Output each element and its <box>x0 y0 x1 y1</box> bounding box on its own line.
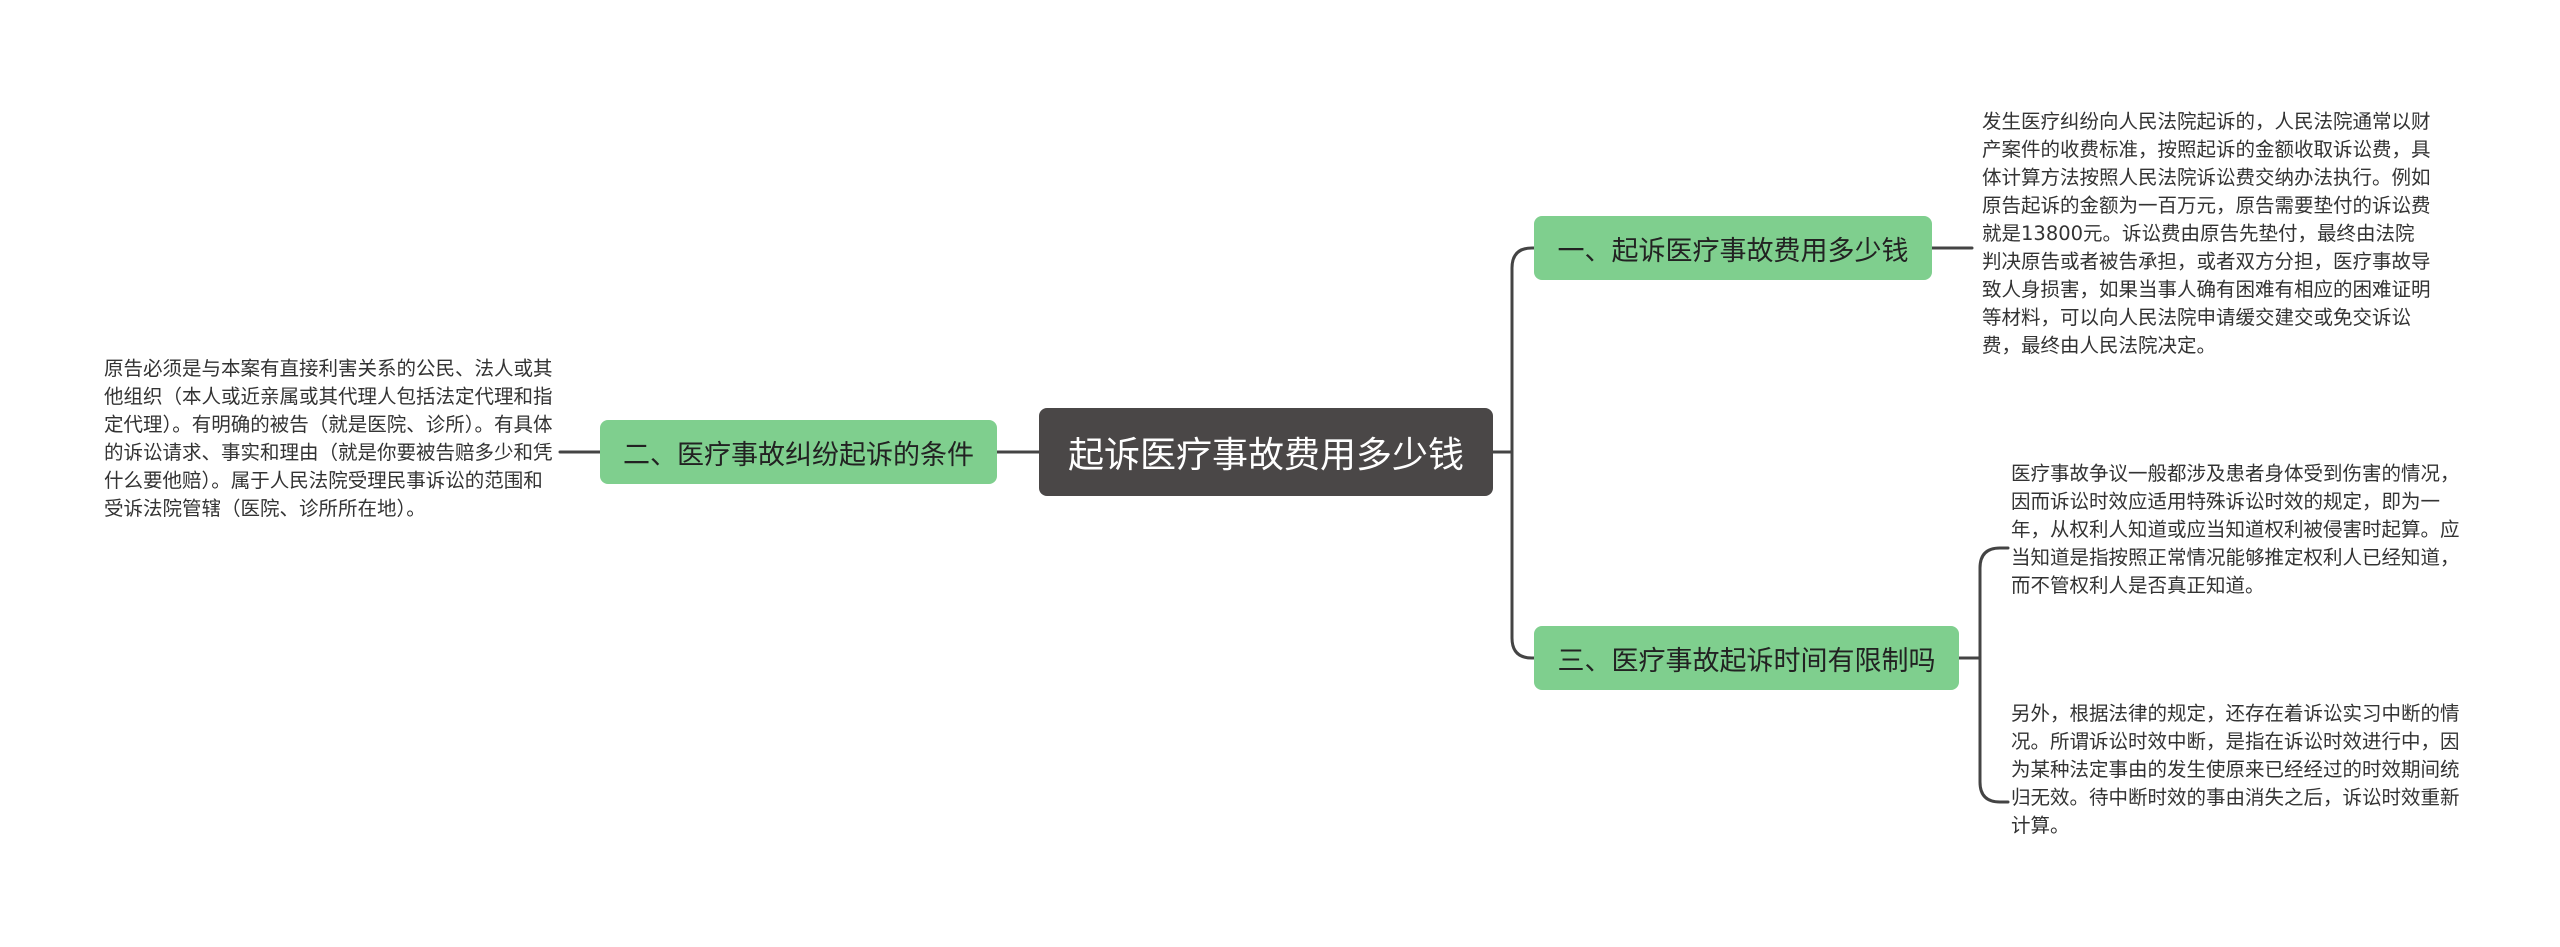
branch-topic-label: 一、起诉医疗事故费用多少钱 <box>1557 235 1909 267</box>
detail-text-conditions: 原告必须是与本案有直接利害关系的公民、法人或其他组织（本人或近亲属或其代理人包括… <box>104 357 553 520</box>
branch-topic-label: 三、医疗事故起诉时间有限制吗 <box>1557 645 1936 677</box>
connector-root-to-branch-3 <box>1510 450 1536 660</box>
branch-topic-label: 二、医疗事故纠纷起诉的条件 <box>623 439 974 471</box>
root-topic[interactable]: 起诉医疗事故费用多少钱 <box>1039 408 1493 496</box>
branch-topic-time-limit[interactable]: 三、医疗事故起诉时间有限制吗 <box>1534 626 1959 690</box>
connector-branch-3-to-detail-2 <box>1978 656 2010 804</box>
connector-root-to-branch-1 <box>1510 246 1536 454</box>
connector-branch-3-to-detail-1 <box>1978 546 2010 660</box>
branch-topic-cost[interactable]: 一、起诉医疗事故费用多少钱 <box>1534 216 1932 280</box>
detail-text-time-limit-rule: 医疗事故争议一般都涉及患者身体受到伤害的情况，因而诉讼时效应适用特殊诉讼时效的规… <box>2011 462 2460 597</box>
root-topic-label: 起诉医疗事故费用多少钱 <box>1067 435 1464 476</box>
branch-topic-conditions[interactable]: 二、医疗事故纠纷起诉的条件 <box>600 420 997 484</box>
detail-text-cost: 发生医疗纠纷向人民法院起诉的，人民法院通常以财产案件的收费标准，按照起诉的金额收… <box>1982 110 2431 357</box>
detail-text-time-limit-interruption: 另外，根据法律的规定，还存在着诉讼实习中断的情况。所谓诉讼时效中断，是指在诉讼时… <box>2011 702 2460 837</box>
